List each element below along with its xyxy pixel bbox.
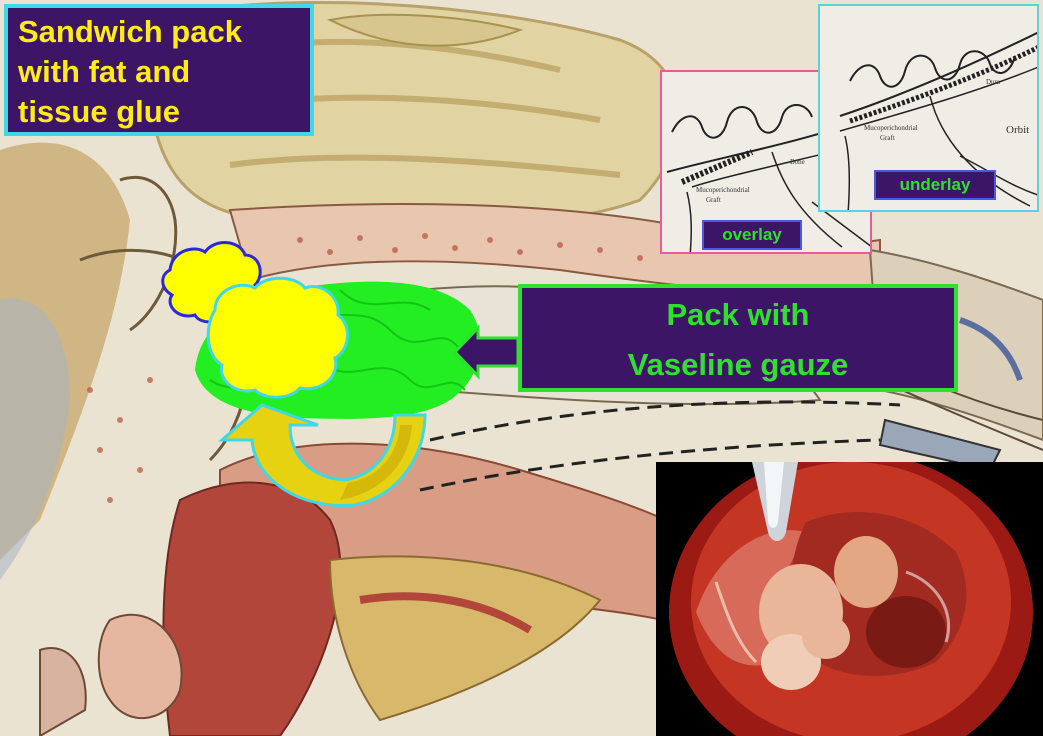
title-line-1: Sandwich pack <box>18 12 300 52</box>
overlay-annotation-mucoperichondrial: Mucoperichondrial <box>696 186 750 194</box>
underlay-annotation-orbit: Orbit <box>1006 124 1029 136</box>
title-line-3: tissue glue <box>18 92 300 132</box>
underlay-inset-diagram: Dura Mucoperichondrial Graft Orbit under… <box>818 4 1039 212</box>
underlay-annotation-graft: Graft <box>880 134 895 142</box>
endoscopic-photo <box>656 462 1043 736</box>
underlay-annotation-mucoperichondrial: Mucoperichondrial <box>864 124 918 132</box>
overlay-tag: overlay <box>702 220 802 250</box>
underlay-tag: underlay <box>874 170 996 200</box>
pack-line-1: Pack with <box>522 290 954 340</box>
overlay-annotation-graft: Graft <box>706 196 721 204</box>
title-line-2: with fat and <box>18 52 300 92</box>
overlay-annotation-bone: Bone <box>790 158 805 166</box>
title-label: Sandwich pack with fat and tissue glue <box>4 4 314 136</box>
underlay-annotation-dura: Dura <box>986 78 1000 86</box>
endoscopic-view-drawing <box>656 462 1043 736</box>
pack-line-2: Vaseline gauze <box>522 340 954 390</box>
pack-label: Pack with Vaseline gauze <box>518 284 958 392</box>
